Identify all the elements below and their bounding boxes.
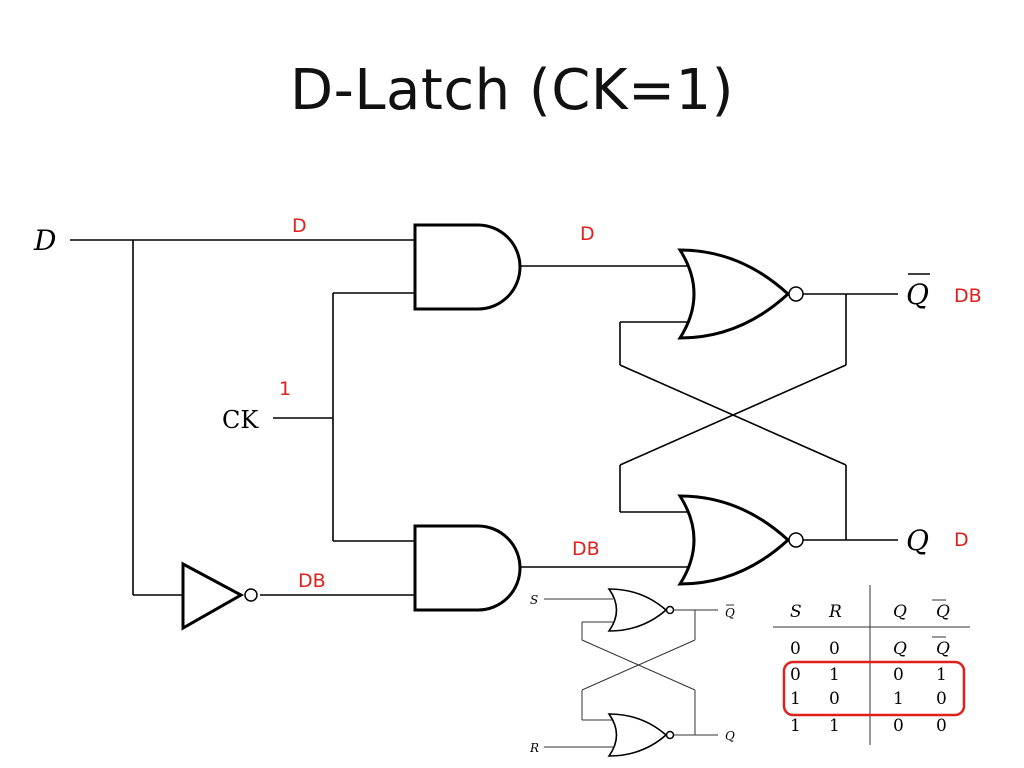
signal-not-out: DB	[298, 570, 326, 592]
sr-input-r-label: R	[529, 741, 539, 755]
tt-cell-r0-c3: Q	[936, 639, 950, 659]
sr-input-s-label: S	[530, 593, 538, 607]
tt-header-1: R	[828, 602, 842, 622]
sr-output-q-bar-label: Q	[725, 606, 735, 620]
tt-cell-r2-c3: 0	[936, 689, 947, 709]
signal-q-bar-value: DB	[954, 285, 982, 307]
sr-latch-inset: S R Q Q	[529, 588, 735, 757]
not-gate	[181, 561, 245, 631]
main-wires	[70, 239, 898, 596]
tt-header-3: Q	[936, 602, 950, 622]
tt-cell-r2-c0: 1	[790, 689, 801, 709]
nor-gate-bottom-bubble	[788, 532, 804, 548]
truth-table-highlight-box	[782, 660, 966, 717]
output-q-label: Q	[906, 524, 929, 557]
tt-cell-r3-c3: 0	[936, 716, 947, 736]
sr-nor-gate-top-bubble	[665, 605, 675, 615]
signal-and-top-out: D	[580, 223, 595, 245]
tt-cell-r1-c0: 0	[790, 665, 801, 685]
tt-header-0: S	[790, 602, 802, 622]
tt-cell-r1-c1: 1	[829, 665, 840, 685]
tt-cell-r1-c3: 1	[936, 665, 947, 685]
tt-cell-r3-c1: 1	[829, 716, 840, 736]
sr-nor-gate-top	[607, 588, 668, 632]
tt-cell-r1-c2: 0	[893, 665, 904, 685]
tt-cell-r0-c0: 0	[790, 639, 801, 659]
nor-gate-top	[677, 248, 791, 340]
signal-q-value: D	[954, 529, 969, 551]
tt-cell-r0-c1: 0	[829, 639, 840, 659]
signal-d-wire: D	[292, 215, 307, 237]
tt-cell-r2-c1: 0	[829, 689, 840, 709]
tt-cell-r0-c2: Q	[893, 639, 907, 659]
not-gate-bubble	[244, 588, 258, 602]
signal-ck-value: 1	[279, 378, 291, 400]
tt-cell-r2-c2: 1	[893, 689, 904, 709]
slide-title: D-Latch (CK=1)	[290, 58, 734, 123]
sr-output-q-label: Q	[725, 729, 735, 743]
and-gate-top	[413, 223, 522, 311]
sr-nor-gate-bottom	[607, 713, 668, 757]
signal-and-bottom-out: DB	[572, 538, 600, 560]
tt-cell-r3-c2: 0	[893, 716, 904, 736]
sr-nor-gate-bottom-bubble	[665, 730, 675, 740]
and-gate-bottom	[413, 524, 522, 612]
nor-gate-top-bubble	[788, 286, 804, 302]
input-ck-label: CK	[222, 406, 259, 434]
input-d-label: D	[33, 224, 56, 257]
nor-gate-bottom	[677, 494, 791, 586]
output-q-bar-label: Q	[906, 278, 929, 311]
tt-header-2: Q	[893, 602, 907, 622]
tt-cell-r3-c0: 1	[790, 716, 801, 736]
